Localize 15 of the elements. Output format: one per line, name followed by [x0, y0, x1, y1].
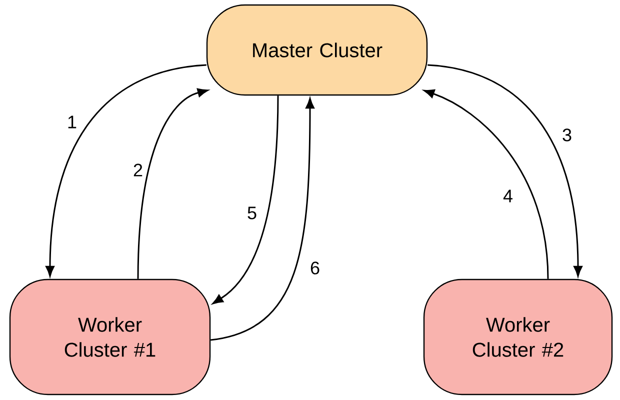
cluster-box: Worker Cluster #1 — [9, 278, 211, 396]
edge-label: 4 — [503, 190, 512, 202]
arrow — [210, 98, 314, 341]
arrow — [46, 64, 206, 277]
edge-label: 2 — [134, 164, 142, 176]
edge-label: 5 — [248, 206, 256, 220]
edge-label: 6 — [310, 262, 320, 274]
arrow — [137, 88, 208, 279]
arrow — [424, 89, 549, 279]
arrow — [428, 64, 582, 277]
arrow — [212, 96, 279, 304]
edge-label: 1 — [68, 116, 76, 128]
cluster-box: Worker Cluster #2 — [423, 278, 613, 396]
cluster-box: Master Cluster — [206, 4, 428, 96]
edge-label: 3 — [562, 128, 572, 142]
